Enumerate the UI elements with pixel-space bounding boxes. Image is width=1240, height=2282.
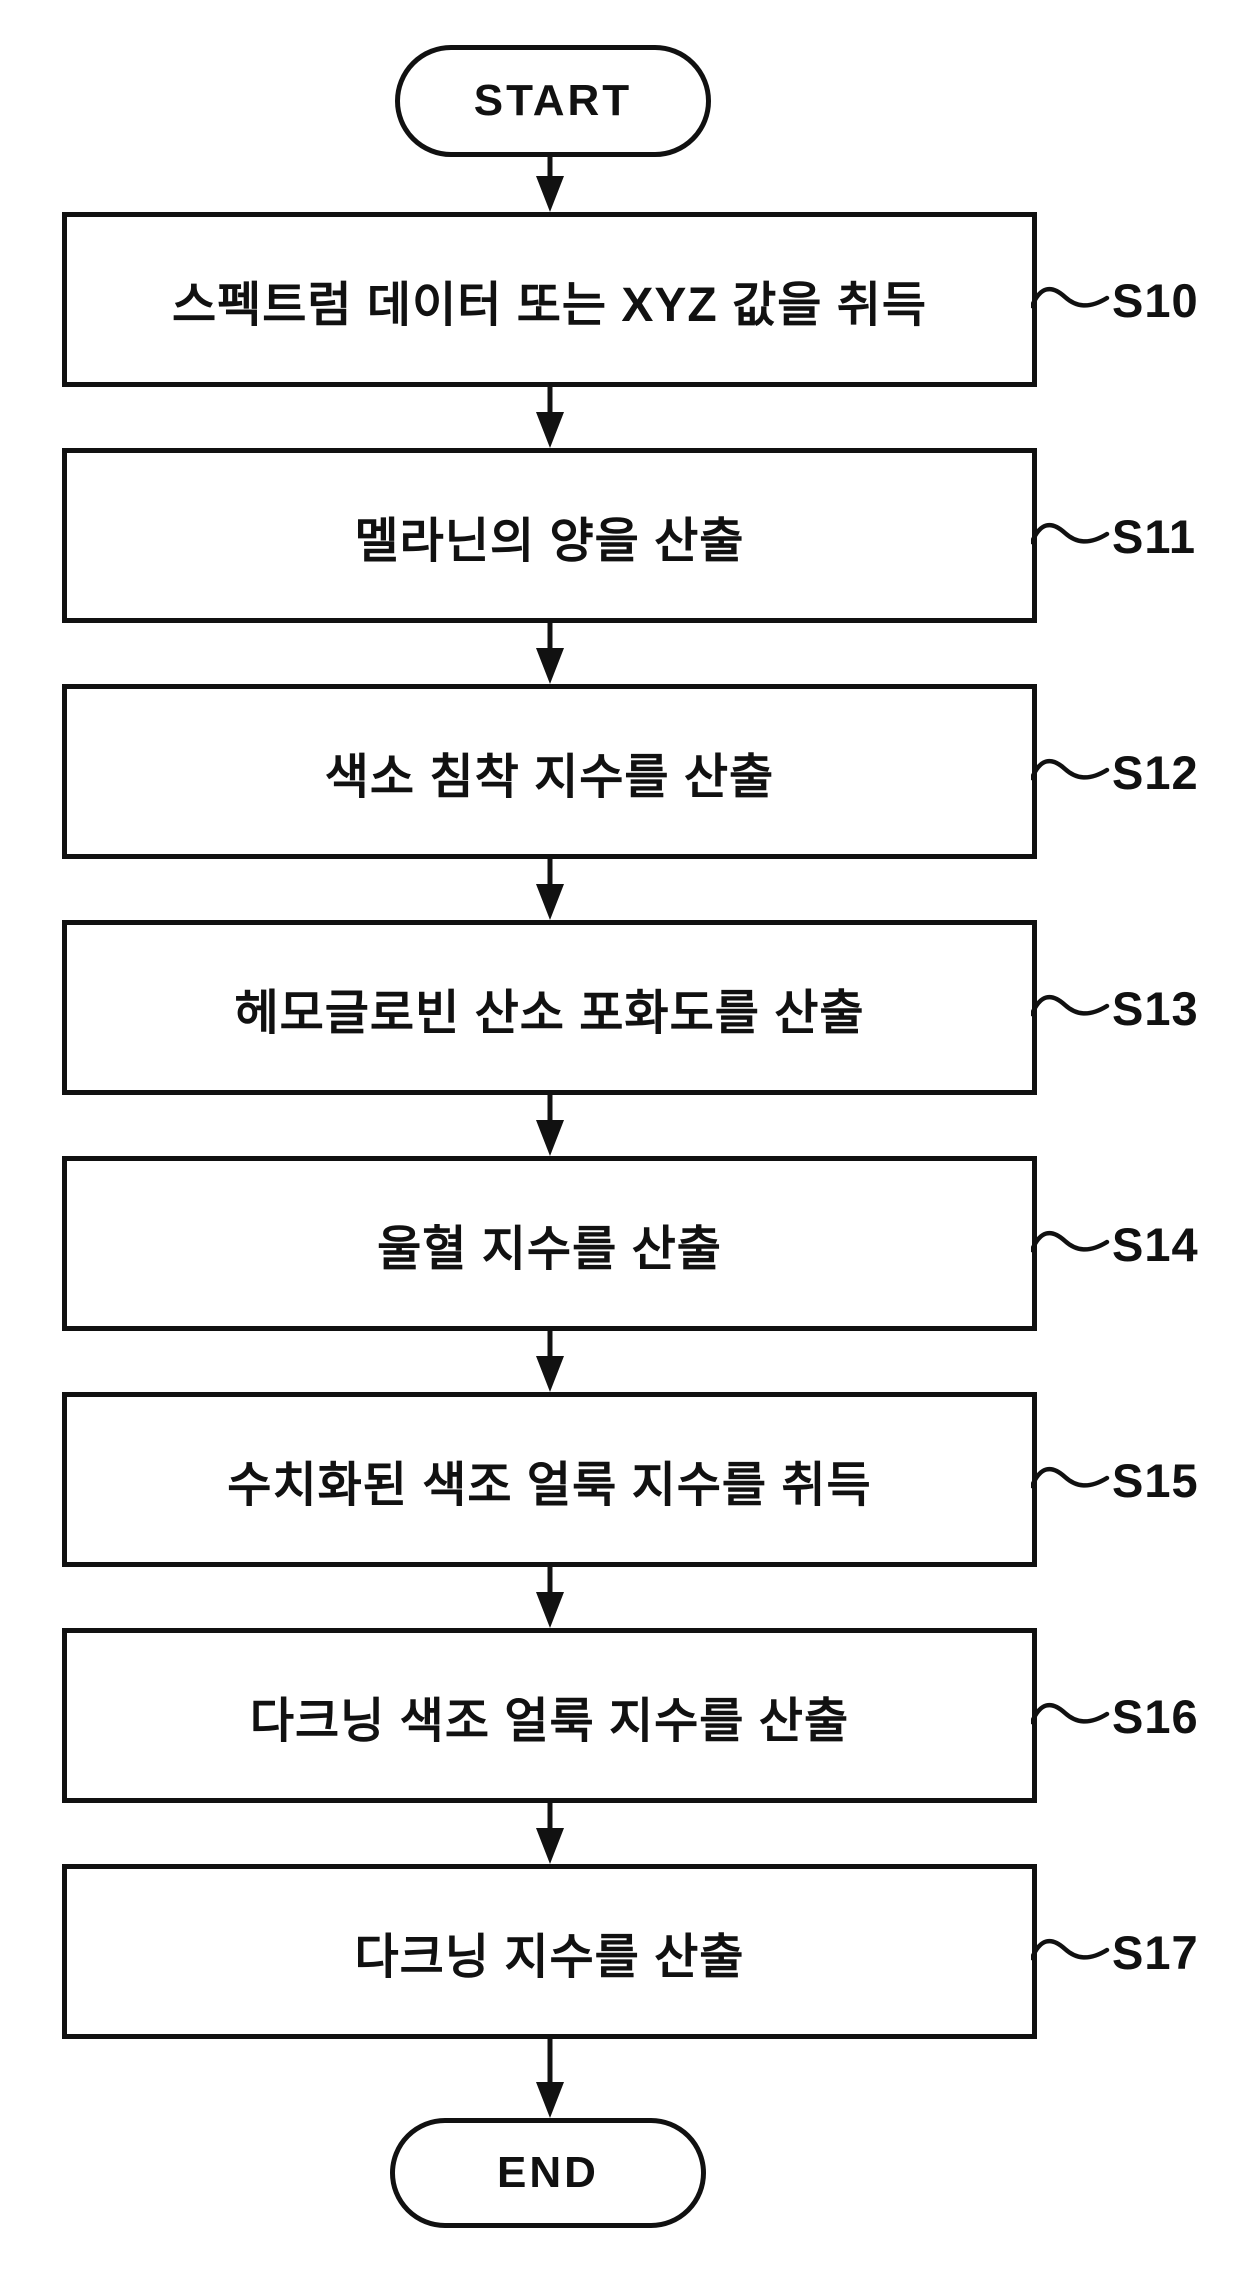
arrow-shaft <box>547 859 553 888</box>
arrow-head-icon <box>536 1356 564 1392</box>
arrow-head-icon <box>536 1828 564 1864</box>
arrow-shaft <box>547 1331 553 1360</box>
arrow-shaft <box>547 1803 553 1832</box>
arrow-head-icon <box>536 176 564 212</box>
process-box-s11: 멜라닌의 양을 산출 <box>62 448 1037 623</box>
flow-arrow-start-to-s10 <box>535 157 565 212</box>
process-box-s16-text: 다크닝 색조 얼룩 지수를 산출 <box>249 1694 850 1748</box>
flow-arrow-s16-to-s17 <box>535 1803 565 1864</box>
reference-squiggle-s11 <box>1031 522 1110 545</box>
process-box-s17: 다크닝 지수를 산출 <box>62 1864 1037 2039</box>
arrow-shaft <box>547 1567 553 1596</box>
reference-squiggle-s10 <box>1031 286 1110 309</box>
process-box-s10-text: 스펙트럼 데이터 또는 XYZ 값을 취득 <box>171 278 928 332</box>
arrow-shaft <box>547 2039 553 2086</box>
step-ref-s16: S16 <box>1112 1689 1199 1743</box>
arrow-head-icon <box>536 884 564 920</box>
step-ref-s11: S11 <box>1112 509 1197 563</box>
arrow-head-icon <box>536 1120 564 1156</box>
reference-squiggle-s15 <box>1031 1466 1110 1489</box>
flow-arrow-s13-to-s14 <box>535 1095 565 1156</box>
flow-arrow-s15-to-s16 <box>535 1567 565 1628</box>
process-box-s15-text: 수치화된 색조 얼룩 지수를 취득 <box>227 1458 872 1512</box>
step-ref-s10: S10 <box>1112 273 1199 327</box>
process-box-s14: 울혈 지수를 산출 <box>62 1156 1037 1331</box>
step-ref-s12: S12 <box>1112 745 1199 799</box>
process-box-s13: 헤모글로빈 산소 포화도를 산출 <box>62 920 1037 1095</box>
step-ref-s13: S13 <box>1112 981 1199 1035</box>
step-ref-s14: S14 <box>1112 1217 1199 1271</box>
arrow-head-icon <box>536 648 564 684</box>
step-ref-s17: S17 <box>1112 1925 1199 1979</box>
flow-arrow-s12-to-s13 <box>535 859 565 920</box>
flow-arrow-s11-to-s12 <box>535 623 565 684</box>
process-box-s10: 스펙트럼 데이터 또는 XYZ 값을 취득 <box>62 212 1037 387</box>
process-box-s12-text: 색소 침착 지수를 산출 <box>324 750 775 804</box>
flow-arrow-s17-to-end <box>535 2039 565 2118</box>
arrow-head-icon <box>536 1592 564 1628</box>
arrow-shaft <box>547 157 553 180</box>
process-box-s13-text: 헤모글로빈 산소 포화도를 산출 <box>234 986 865 1040</box>
arrow-shaft <box>547 387 553 416</box>
reference-squiggle-s17 <box>1031 1938 1110 1961</box>
arrow-head-icon <box>536 2082 564 2118</box>
process-box-s14-text: 울혈 지수를 산출 <box>377 1222 722 1276</box>
process-box-s12: 색소 침착 지수를 산출 <box>62 684 1037 859</box>
reference-squiggle-s14 <box>1031 1230 1110 1253</box>
arrow-shaft <box>547 1095 553 1124</box>
flow-arrow-s14-to-s15 <box>535 1331 565 1392</box>
arrow-head-icon <box>536 412 564 448</box>
process-box-s11-text: 멜라닌의 양을 산출 <box>354 514 745 568</box>
reference-squiggle-s12 <box>1031 758 1110 781</box>
end-terminal-label: END <box>497 2148 599 2197</box>
start-terminal-label: START <box>473 76 633 125</box>
arrow-shaft <box>547 623 553 652</box>
process-box-s16: 다크닝 색조 얼룩 지수를 산출 <box>62 1628 1037 1803</box>
end-terminal: END <box>390 2118 706 2228</box>
reference-squiggle-s16 <box>1031 1702 1110 1725</box>
process-box-s15: 수치화된 색조 얼룩 지수를 취득 <box>62 1392 1037 1567</box>
step-ref-s15: S15 <box>1112 1453 1199 1507</box>
process-box-s17-text: 다크닝 지수를 산출 <box>354 1930 745 1984</box>
start-terminal: START <box>395 45 711 157</box>
flow-arrow-s10-to-s11 <box>535 387 565 448</box>
reference-squiggle-s13 <box>1031 994 1110 1017</box>
